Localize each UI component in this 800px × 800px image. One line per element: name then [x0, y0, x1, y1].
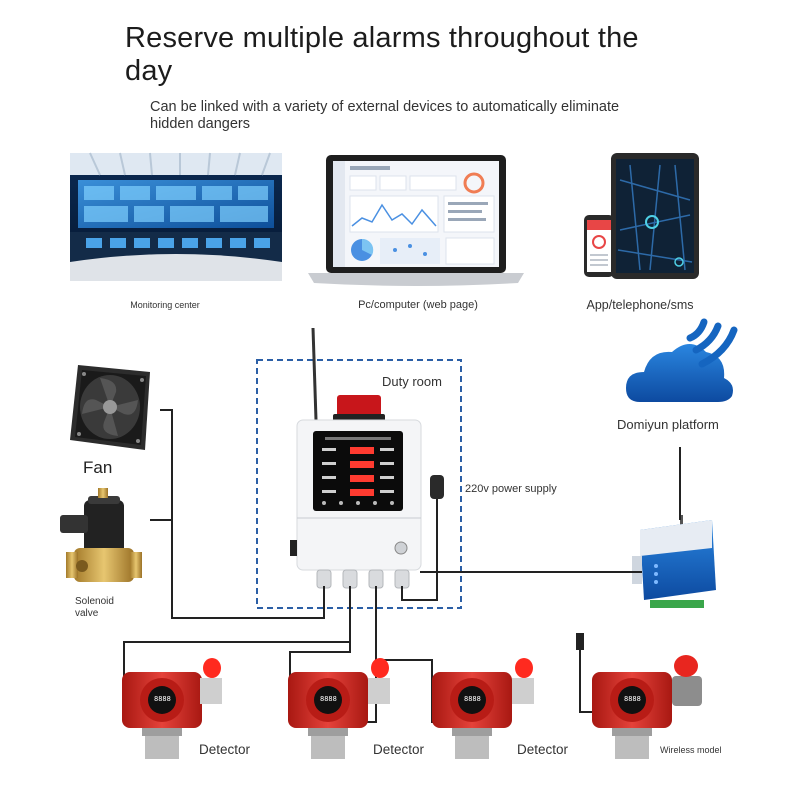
cloud-label: Domiyun platform	[617, 417, 719, 432]
duty-room-frame	[256, 359, 462, 609]
tablet-phone-icon	[584, 153, 699, 279]
detector-2	[288, 658, 390, 759]
detector-3	[432, 658, 534, 759]
alarm-controller	[290, 327, 444, 589]
page-subtitle: Can be linked with a variety of external…	[150, 99, 620, 132]
wiring	[123, 409, 681, 723]
gateway-icon	[632, 515, 716, 608]
monitoring-center-photo	[70, 152, 282, 281]
detector-1-display: 8888	[154, 695, 171, 703]
detector-1-label: Detector	[199, 742, 251, 757]
detector-2-display: 8888	[320, 695, 337, 703]
solenoid-valve-icon	[60, 488, 142, 582]
pc-label: Pc/computer (web page)	[358, 299, 478, 311]
wireless-model-label: Wireless model	[660, 745, 722, 755]
app-label: App/telephone/sms	[586, 298, 694, 312]
power-supply-label: 220v power supply	[465, 483, 557, 495]
detector-1	[122, 658, 222, 759]
page-title: Reserve multiple alarms throughout the d…	[125, 22, 639, 87]
solenoid-valve-label: Solenoid valve	[75, 596, 114, 619]
cloud-wifi-icon	[626, 318, 738, 402]
detector-4-display: 8888	[624, 695, 641, 703]
duty-room-label: Duty room	[382, 374, 442, 389]
fan-label: Fan	[83, 458, 113, 477]
detector-2-label: Detector	[373, 742, 425, 757]
monitoring-center-label: Monitoring center	[130, 300, 200, 310]
detector-3-label: Detector	[517, 742, 569, 757]
fan-icon	[70, 365, 150, 450]
detector-wireless	[592, 655, 702, 759]
laptop-icon	[308, 155, 524, 286]
detector-3-display: 8888	[464, 695, 481, 703]
